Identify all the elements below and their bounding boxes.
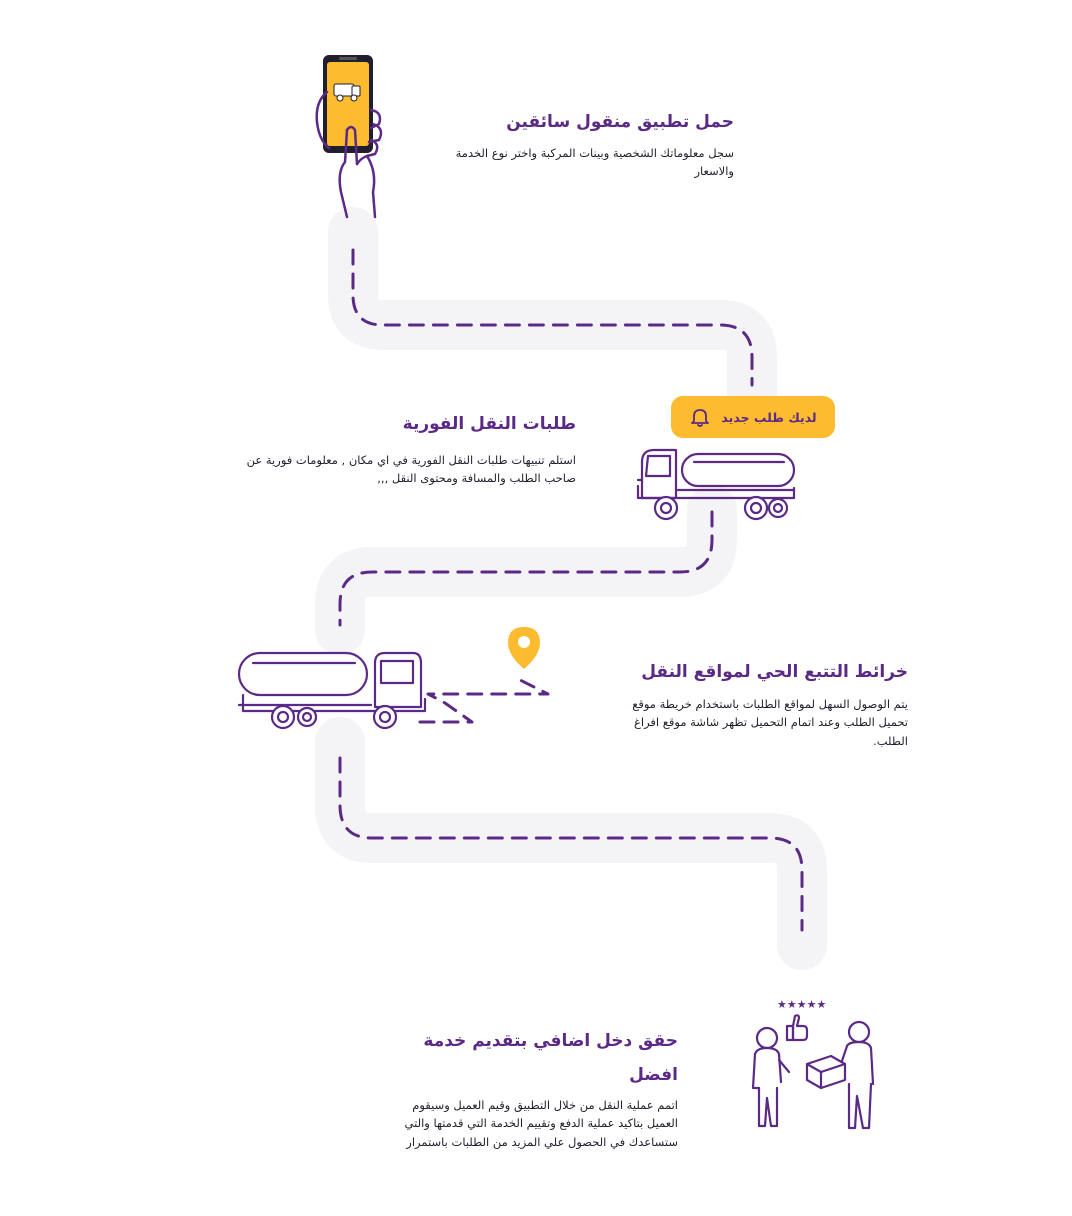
notification-label: لديك طلب جديد <box>721 409 817 425</box>
step-3-title: خرائط التتبع الحي لمواقع النقل <box>641 662 908 682</box>
bell-icon <box>691 409 710 427</box>
new-order-notification[interactable]: لديك طلب جديد <box>671 396 835 438</box>
svg-text:★★★★★: ★★★★★ <box>777 998 826 1011</box>
step-1-title: حمل تطبيق منقول سائقين <box>506 112 734 132</box>
step-3-description: يتم الوصول السهل لمواقع الطلبات باستخدام… <box>632 697 908 748</box>
step-4-description: اتمم عملية النقل من خلال التطبيق وقيم ال… <box>404 1098 678 1149</box>
step-4-title: حقق دخل اضافي بتقديم خدمة افضل <box>423 1031 678 1085</box>
step-2-description: استلم تنبيهات طلبات النقل الفورية في اي … <box>246 453 576 486</box>
tanker-truck-icon <box>636 448 796 521</box>
delivery-rating-icon: ★★★★★ <box>751 998 875 1130</box>
step-2-title: طلبات النقل الفورية <box>402 414 576 434</box>
tanker-truck-map-pin-icon <box>237 651 427 730</box>
rating-stars: ★★★★★ <box>777 998 826 1011</box>
step-1-description: سجل معلوماتك الشخصية وبينات المركبة واخت… <box>455 146 734 179</box>
map-pin-icon <box>508 627 540 669</box>
phone-in-hand-icon <box>315 55 383 219</box>
